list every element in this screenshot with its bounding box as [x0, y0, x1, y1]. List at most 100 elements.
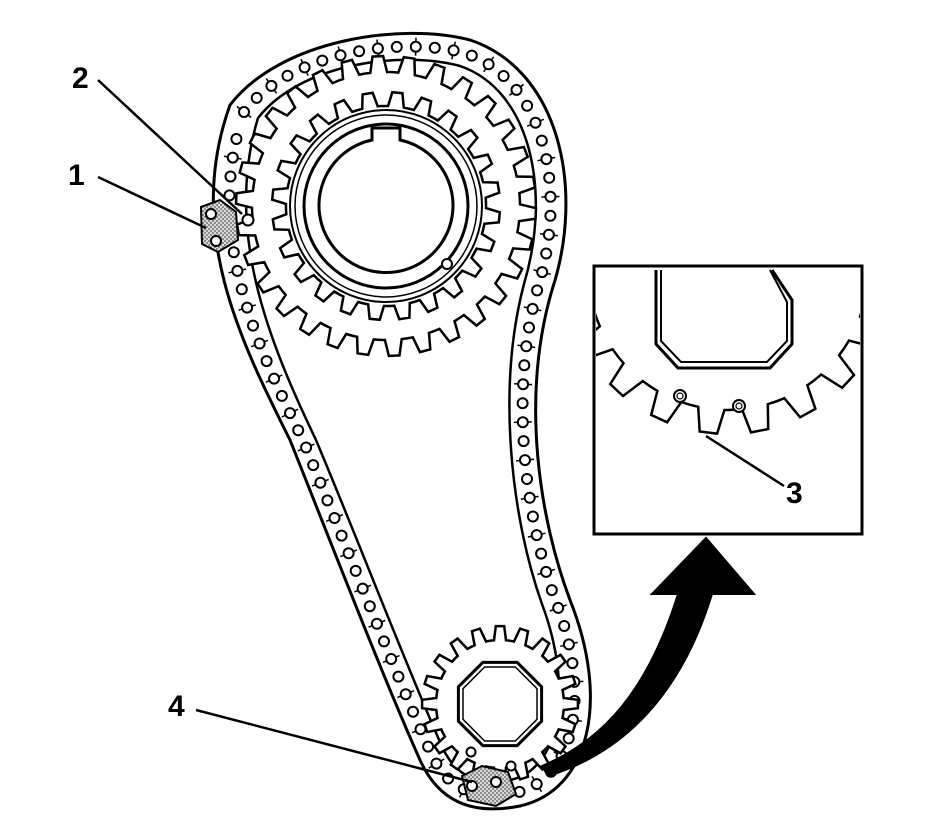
chain-link-pin: [545, 584, 558, 597]
chain-link-pin: [517, 378, 530, 391]
leader-line-3: [705, 434, 785, 488]
camshaft-bore-outer: [302, 122, 470, 290]
crankshaft-timing-dot: [465, 746, 477, 758]
chain-link-pin: [241, 301, 254, 314]
chain-link-pin: [356, 582, 369, 595]
chain-link-pin: [392, 670, 405, 683]
crankshaft-bore-inner: [462, 666, 538, 742]
chain-link-pin: [544, 209, 557, 222]
chain-link-pin: [342, 547, 355, 560]
chain-link-pin: [516, 397, 529, 410]
chain-link-pin: [275, 389, 288, 402]
colored-link-lower: [460, 764, 518, 808]
callout-2: 2: [72, 62, 89, 95]
chain-link-pin: [353, 45, 366, 58]
leader-line-1: [97, 175, 207, 230]
camshaft-sprocket: [234, 54, 538, 358]
leader-lines: [97, 79, 785, 784]
chain-link-pin: [517, 435, 530, 448]
chain-link-pin: [540, 153, 553, 166]
chain-link-pin: [562, 638, 575, 651]
callout-3: 3: [786, 477, 803, 510]
chain-link-pin: [482, 58, 495, 71]
chain-link-pin: [316, 54, 329, 67]
chain-link-pin: [536, 266, 549, 279]
chain-link-pin: [558, 620, 571, 632]
chain-link-pin: [335, 529, 348, 542]
chain-link-pin: [235, 283, 248, 296]
inset-sprocket-teeth: [596, 268, 860, 435]
chain-link-pin: [530, 529, 543, 542]
chain-link-pin: [268, 372, 281, 385]
chain-link-pin: [540, 565, 553, 578]
camshaft-timing-mark: [241, 213, 255, 227]
chain-link-pin: [428, 41, 441, 54]
chain-link-pin: [238, 106, 250, 118]
chain-link-pin: [465, 49, 478, 62]
chain-link-pin: [523, 321, 535, 334]
chain-link-pin: [223, 189, 236, 202]
camshaft-bore-keyway: [317, 126, 455, 275]
chain-link-pin: [230, 133, 243, 145]
curved-arrow: [540, 536, 757, 778]
chain-link-pin: [227, 246, 240, 259]
chain-link-pin: [298, 61, 311, 74]
chain-link-pin: [520, 340, 533, 353]
chain-link-pin: [531, 284, 544, 297]
chain-link-pin: [284, 407, 296, 420]
chain-link-pin: [526, 302, 539, 315]
chain-link-pin: [529, 116, 542, 129]
crankshaft-timing-dot-2: [505, 760, 517, 772]
chain-link-pin: [370, 617, 383, 630]
chain-link-pin: [265, 79, 278, 92]
chain-link-pin: [526, 510, 539, 523]
chain-link-pin: [371, 42, 384, 55]
chain-link-pin: [281, 69, 294, 82]
chain-link-pin: [247, 319, 259, 332]
chain-link-pin: [530, 778, 543, 791]
chain-link-pin: [543, 171, 556, 184]
inset-timing-dot-2: [676, 392, 684, 400]
crankshaft-sprocket: [420, 624, 580, 784]
callout-1: 1: [68, 159, 85, 192]
chain-link-pin: [399, 688, 412, 701]
inset-bore-outer: [654, 269, 794, 370]
chain-link-pin: [447, 44, 460, 57]
chain-link-pin: [334, 49, 347, 62]
chain-link-pin: [409, 40, 422, 53]
leader-line-4: [195, 708, 473, 784]
chain-link-pin: [518, 359, 531, 372]
chain-link-pin: [385, 653, 398, 665]
chain-link-pin: [390, 40, 403, 53]
chain-link-pin: [422, 740, 435, 753]
chain-link-pin: [510, 83, 523, 96]
chain-link-pin: [321, 494, 334, 507]
chain-link-pin: [260, 355, 273, 368]
chain-link-pin: [523, 491, 536, 504]
chain-outline-outer: [211, 31, 592, 811]
colored-link-upper: [199, 198, 240, 254]
chain-link-pin: [521, 99, 534, 112]
chain-link-pin: [328, 512, 341, 524]
chain-link-pin: [226, 151, 239, 164]
chain-link-pin: [535, 547, 548, 560]
inset-bore-inner: [660, 269, 788, 363]
chain-link-pin: [562, 732, 575, 745]
inset-timing-dot-4: [735, 402, 743, 410]
callout-4: 4: [168, 690, 185, 723]
chain-link-pin: [349, 564, 362, 577]
chain-link-pin: [497, 70, 510, 82]
inset-timing-dot-3: [732, 399, 746, 413]
chain-link-pin: [516, 416, 529, 429]
chain-link-pin: [292, 424, 305, 437]
chain-link-pin: [378, 635, 390, 648]
leader-line-2: [97, 79, 243, 215]
chain-link-pin: [552, 601, 565, 614]
chain-link-pin: [430, 757, 443, 770]
chain-link-pin: [314, 476, 327, 489]
inset-timing-dot: [673, 389, 687, 403]
chain-link-pin: [544, 190, 557, 203]
chain-link-pin: [224, 170, 237, 183]
chain-link-pin: [540, 247, 553, 260]
